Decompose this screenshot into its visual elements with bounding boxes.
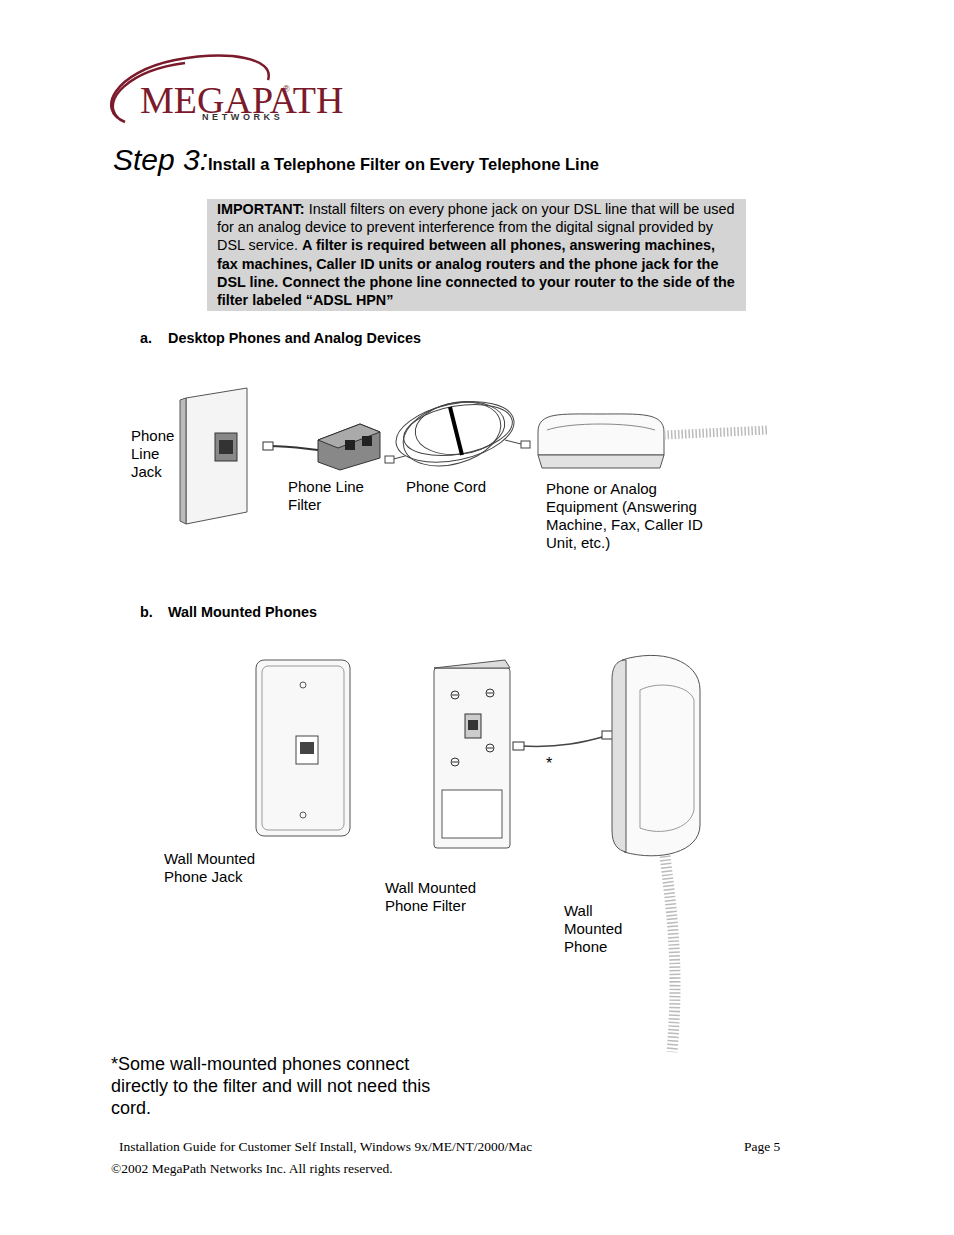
short-cord — [513, 731, 613, 750]
part-label: Phone or Analog Equipment (Answering Mac… — [546, 480, 721, 552]
part-label: Wall Mounted Phone — [564, 902, 632, 956]
notice-band: IMPORTANT: Install filters on every phon… — [207, 199, 746, 311]
list-marker: a. — [140, 329, 152, 347]
registered-mark: ® — [283, 84, 290, 94]
coiled-cord — [664, 430, 768, 435]
subheading: Desktop Phones and Analog Devices — [168, 329, 421, 347]
section-heading: Install a Telephone Filter on Every Tele… — [208, 154, 599, 174]
wall-mounted-phone-filter — [434, 660, 510, 848]
part-label: Wall Mounted Phone Filter — [385, 879, 480, 915]
page-footer: Installation Guide for Customer Self Ins… — [119, 1138, 532, 1156]
part-label: Phone Line Filter — [288, 478, 373, 514]
logo-subtitle: NETWORKS — [202, 112, 283, 123]
footnote: *Some wall-mounted phones connect direct… — [111, 1053, 436, 1119]
copyright: ©2002 MegaPath Networks Inc. All rights … — [111, 1160, 393, 1178]
wall-mounted-phone — [612, 655, 700, 855]
list-marker: b. — [140, 603, 153, 621]
page-title: Step 3: — [113, 143, 208, 177]
part-label: Wall Mounted Phone Jack — [164, 850, 269, 886]
desktop-phone — [538, 414, 664, 468]
page-number: Page 5 — [744, 1138, 780, 1156]
phone-line-filter — [263, 424, 380, 470]
part-label: Phone Cord — [406, 478, 506, 496]
coiled-cord — [665, 856, 675, 1052]
part-label: Phone Line Jack — [131, 427, 186, 481]
phone-cord — [385, 391, 530, 476]
footnote-mark: * — [546, 755, 552, 773]
wall-mounted-phone-jack — [256, 660, 350, 836]
notice-bold-text: IMPORTANT: — [217, 201, 305, 217]
phone-line-jack — [180, 388, 247, 524]
subheading: Wall Mounted Phones — [168, 603, 317, 621]
